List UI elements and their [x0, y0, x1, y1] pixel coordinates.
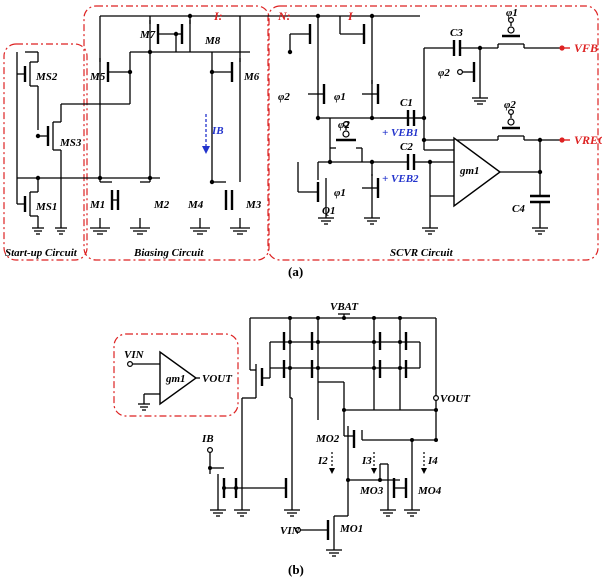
opamp-gm1 [453, 136, 502, 208]
label-m6: M6 [243, 71, 260, 83]
label-mo3: MO3 [359, 485, 384, 497]
label-veb1: + VEB1 [382, 127, 419, 139]
opamp-symbol [126, 350, 200, 411]
label-vout-b: VOUT [440, 393, 471, 405]
label-phi2-b: φ2 [338, 119, 350, 131]
label-ms3: MS3 [59, 137, 82, 149]
label-ms2: MS2 [35, 71, 58, 83]
label-phi1-a: φ1 [334, 91, 346, 103]
label-ib: IB [211, 125, 224, 137]
label-i2: I2 [317, 455, 328, 467]
label-m5: M5 [89, 71, 106, 83]
caption-b: (b) [288, 562, 304, 577]
label-vbat: VBAT [330, 301, 359, 313]
label-phi1-b: φ1 [334, 187, 346, 199]
opamp-schematic [207, 313, 440, 557]
label-gm1-a: gm1 [459, 165, 480, 177]
biasing-circuit [90, 13, 420, 235]
label-ib-b: IB [201, 433, 214, 445]
label-i3: I3 [361, 455, 372, 467]
scvr-box [267, 5, 599, 261]
startup-title: Start-up Circuit [5, 247, 78, 259]
label-c2: C2 [400, 141, 413, 153]
biasing-title: Biasing Circuit [133, 247, 204, 259]
label-phi1-c: φ1 [506, 7, 518, 19]
label-m1: M1 [89, 199, 105, 211]
startup-circuit [16, 51, 160, 235]
label-c1: C1 [400, 97, 413, 109]
label-vout-sym: VOUT [202, 373, 233, 385]
label-c4: C4 [512, 203, 525, 215]
label-n-ratio: N: [277, 9, 291, 23]
caption-a: (a) [288, 264, 303, 279]
label-q1: Q1 [322, 205, 335, 217]
label-m3: M3 [245, 199, 262, 211]
label-m7: M7 [139, 29, 156, 41]
label-m2: M2 [153, 199, 170, 211]
label-veb2: + VEB2 [382, 173, 419, 185]
label-vreg: VREG [574, 133, 602, 147]
label-i-ratio: I: [213, 9, 223, 23]
label-m4: M4 [187, 199, 204, 211]
label-vin-sym: VIN [124, 349, 145, 361]
label-mo2: MO2 [315, 433, 340, 445]
label-mo4: MO4 [417, 485, 442, 497]
opamp-symbol-box [113, 333, 239, 417]
label-mo1: MO1 [339, 523, 363, 535]
startup-box [3, 43, 88, 261]
label-i4: I4 [427, 455, 438, 467]
label-vfb: VFB [574, 41, 598, 55]
label-ms1: MS1 [35, 201, 57, 213]
label-c3: C3 [450, 27, 463, 39]
scvr-title: SCVR Circuit [390, 247, 454, 259]
label-gm1-sym: gm1 [165, 373, 186, 385]
label-i: I [347, 9, 354, 23]
scvr-circuit [287, 13, 565, 235]
label-m8: M8 [204, 35, 221, 47]
label-phi2-a: φ2 [278, 91, 290, 103]
label-vin-b: VIN [280, 525, 301, 537]
label-phi2-d: φ2 [504, 99, 516, 111]
biasing-box [83, 5, 270, 261]
label-phi2-c: φ2 [438, 67, 450, 79]
